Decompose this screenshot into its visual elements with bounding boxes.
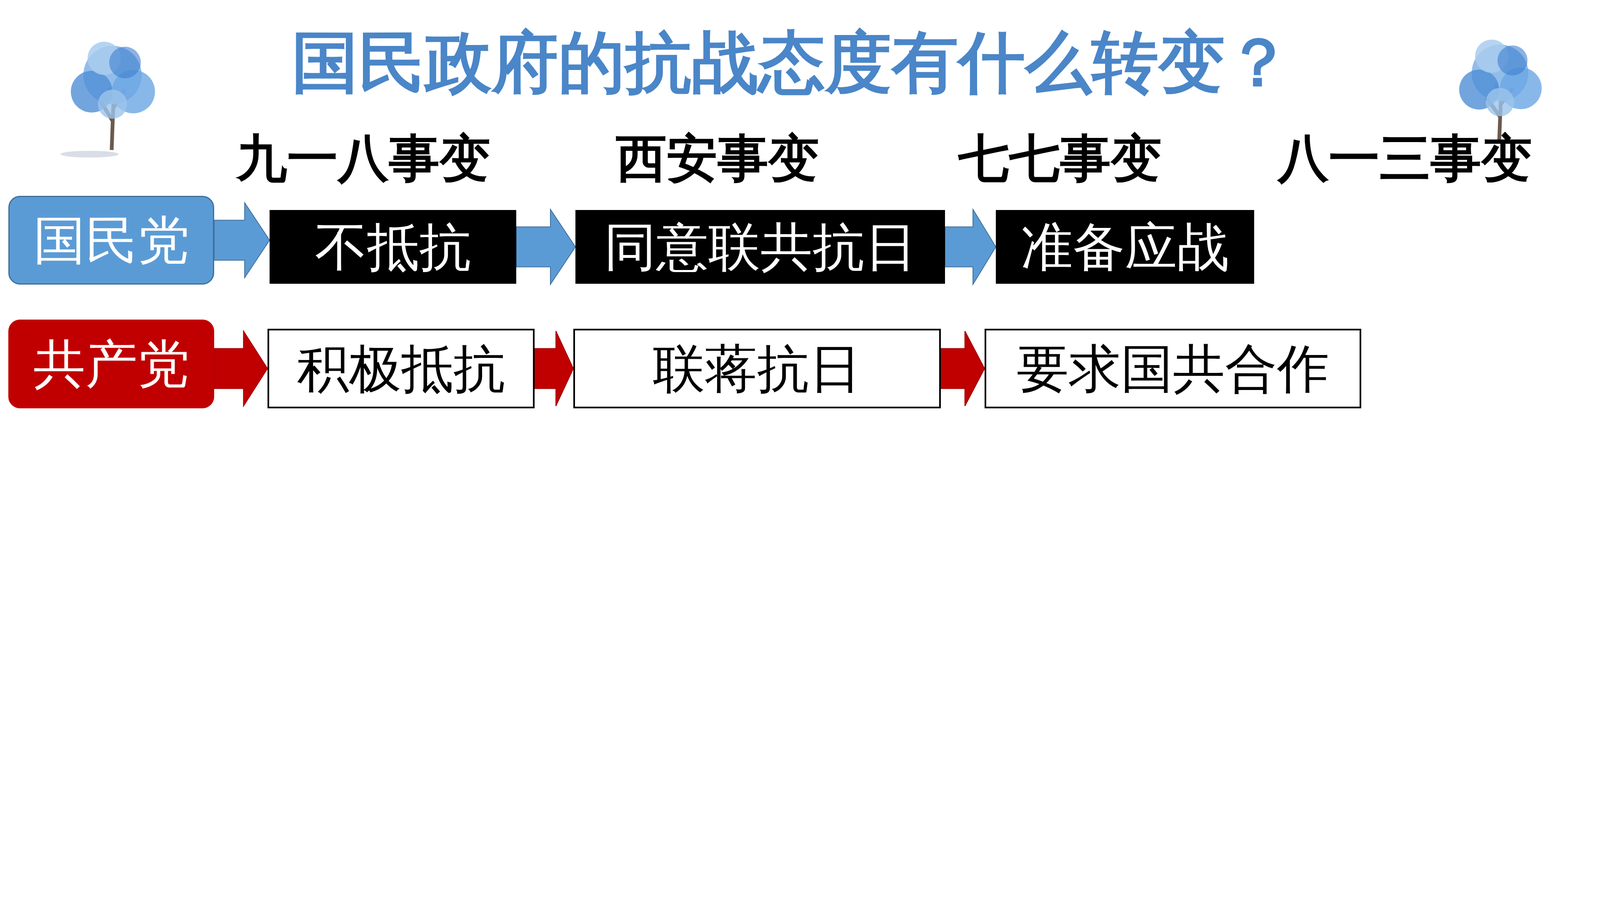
attitude-box: 要求国共合作 — [984, 328, 1362, 409]
event-label: 七七事变 — [958, 130, 1162, 187]
node-text: 积极抵抗 — [297, 340, 506, 398]
flow-arrow — [214, 331, 268, 407]
node-text: 准备应战 — [1020, 218, 1230, 276]
node-text: 不抵抗 — [315, 218, 472, 276]
node-text: 联蒋抗日 — [652, 340, 862, 398]
node-text: 同意联共抗日 — [604, 218, 917, 276]
party-box: 国民党 — [8, 195, 215, 285]
party-box: 共产党 — [8, 319, 215, 409]
node-text: 共产党 — [33, 335, 190, 393]
flow-arrow — [214, 202, 270, 278]
tree-icon — [1459, 39, 1542, 142]
flow-arrow — [534, 331, 574, 407]
attitude-box: 不抵抗 — [269, 210, 517, 284]
title: 国民政府的抗战态度有什么转变？ — [291, 25, 1292, 100]
event-label: 九一八事变 — [236, 130, 491, 187]
attitude-box: 积极抵抗 — [267, 328, 535, 409]
event-label: 八一三事变 — [1277, 130, 1533, 187]
tree-icon — [60, 41, 155, 158]
attitude-box: 同意联共抗日 — [575, 210, 945, 284]
flow-arrow — [945, 209, 996, 285]
attitude-box: 准备应战 — [995, 210, 1255, 284]
node-text: 要求国共合作 — [1016, 340, 1330, 398]
flow-arrow — [940, 331, 985, 407]
attitude-box: 联蒋抗日 — [573, 328, 941, 409]
event-label: 西安事变 — [615, 130, 820, 187]
flow-arrow — [516, 209, 576, 285]
node-text: 国民党 — [33, 211, 190, 270]
